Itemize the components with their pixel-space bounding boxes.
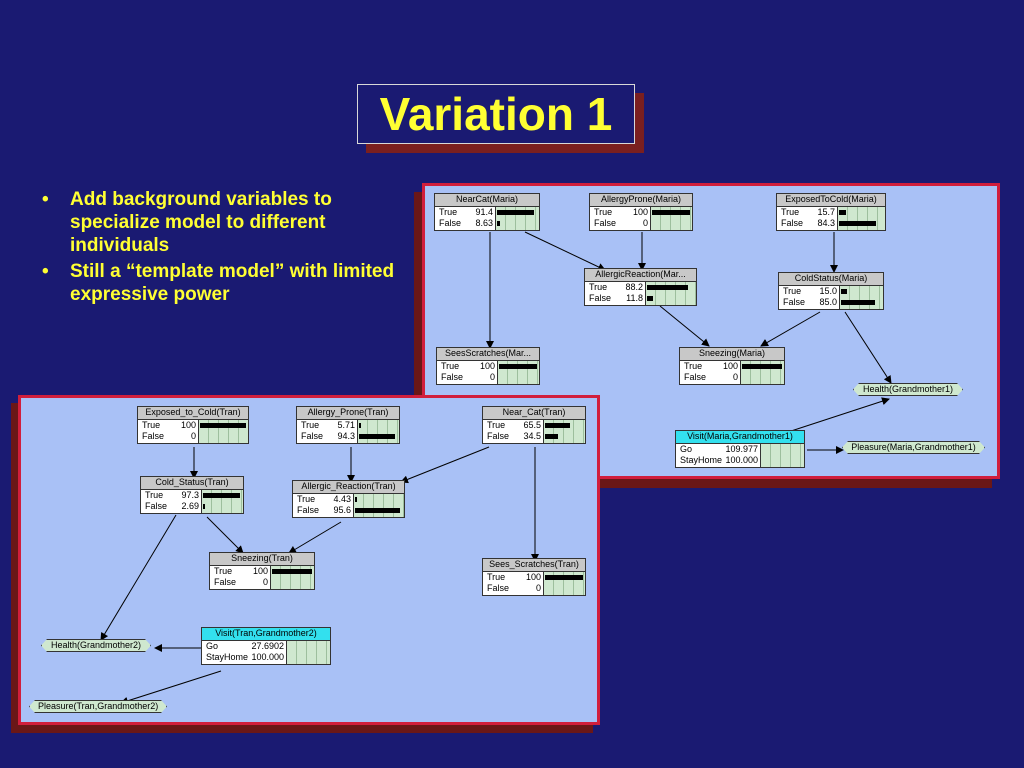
probability-bar — [545, 575, 583, 580]
probability-bar — [359, 434, 395, 439]
probability-bar — [652, 210, 690, 215]
probability-bar — [359, 423, 361, 428]
prob-bars — [543, 420, 585, 443]
edge-allergic-sneezing — [659, 305, 710, 347]
probability-bar — [497, 210, 534, 215]
prob-bars — [353, 494, 404, 517]
title-box: Variation 1 — [357, 84, 635, 144]
decision-bars — [286, 641, 330, 664]
edge-cold-health — [844, 311, 892, 384]
edge-cold-sneezing-tran — [206, 516, 244, 554]
prob-bars — [740, 361, 784, 384]
bullet-text: Still a “template model” with limited ex… — [70, 261, 395, 305]
probability-bar — [355, 508, 400, 513]
bullet-icon: • — [42, 189, 49, 210]
bullet-item: • Still a “template model” with limited e… — [40, 260, 400, 306]
utility-health-grandmother1[interactable]: Health(Grandmother1) — [853, 383, 963, 396]
edge-allergic-sneezing-tran — [288, 521, 342, 554]
prob-bars — [201, 490, 243, 513]
bullet-icon: • — [42, 261, 49, 282]
probability-bar — [200, 423, 246, 428]
bullet-text: Add background variables to specialize m… — [70, 189, 332, 256]
probability-bar — [647, 296, 653, 301]
prob-bars — [839, 286, 883, 309]
probability-bar — [647, 285, 688, 290]
probability-bar — [272, 569, 312, 574]
bullet-list: • Add background variables to specialize … — [40, 188, 400, 309]
utility-pleasure-maria[interactable]: Pleasure(Maria,Grandmother1) — [842, 441, 985, 454]
utility-pleasure-tran[interactable]: Pleasure(Tran,Grandmother2) — [29, 700, 167, 713]
slide-title: Variation 1 — [379, 88, 613, 140]
probability-bar — [203, 493, 240, 498]
edge-visit-pleasure-tran — [120, 670, 222, 705]
probability-bar — [839, 221, 876, 226]
probability-bar — [545, 423, 570, 428]
probability-bar — [545, 434, 558, 439]
prob-bars — [357, 420, 399, 443]
probability-bar — [742, 364, 782, 369]
prob-bars — [650, 207, 692, 230]
edge-cold-sneezing — [760, 311, 821, 347]
prob-bars — [497, 361, 539, 384]
tran-links — [100, 446, 539, 705]
edge-nearcat-allergic — [524, 231, 606, 271]
utility-health-grandmother2[interactable]: Health(Grandmother2) — [41, 639, 151, 652]
probability-bar — [497, 221, 500, 226]
edge-visit-health — [784, 397, 890, 434]
probability-bar — [839, 210, 846, 215]
prob-bars — [543, 572, 585, 595]
probability-bar — [499, 364, 537, 369]
bullet-item: • Add background variables to specialize … — [40, 188, 400, 257]
prob-bars — [270, 566, 314, 589]
probability-bar — [841, 300, 875, 305]
prob-bars — [198, 420, 248, 443]
prob-bars — [837, 207, 885, 230]
edge-nearcat-allergic-tran — [400, 446, 490, 484]
maria-links — [486, 231, 892, 454]
edge-cold-health-tran — [100, 514, 177, 641]
decision-bars — [760, 444, 804, 467]
probability-bar — [203, 504, 205, 509]
prob-bars — [495, 207, 539, 230]
probability-bar — [355, 497, 357, 502]
probability-bar — [841, 289, 847, 294]
prob-bars — [645, 282, 696, 305]
